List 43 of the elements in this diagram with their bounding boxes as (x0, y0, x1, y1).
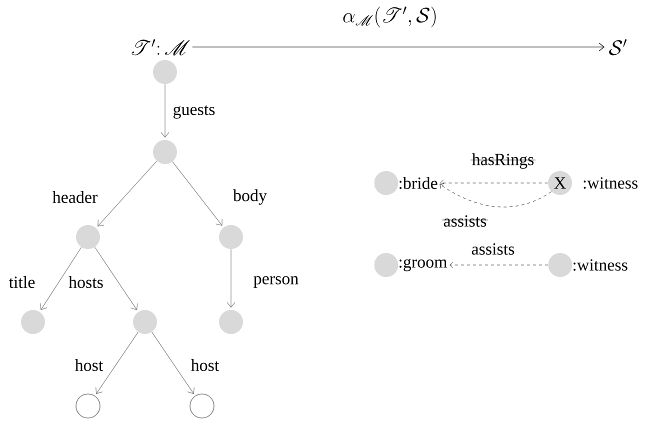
labeled-node: :witness (548, 253, 628, 277)
arrow (98, 160, 158, 226)
arrow (96, 332, 138, 394)
filled-node (21, 310, 45, 334)
edge-label: body (233, 189, 267, 205)
filled-node (153, 60, 177, 84)
struck-edge-label: assists (442, 214, 488, 228)
arrow (440, 183, 552, 208)
labeled-node: :bride (374, 171, 438, 195)
edge-label: assists (472, 243, 514, 255)
arrow (192, 42, 605, 52)
edge-label: hosts (68, 276, 103, 288)
arrow (152, 332, 194, 394)
edge-label: guests (174, 105, 215, 119)
filled-node (219, 225, 243, 249)
edge-label: host (191, 359, 220, 371)
edge-label: person (254, 276, 298, 288)
labeled-node: :groom (374, 253, 448, 277)
node-label: :groom (400, 258, 448, 272)
arrow (40, 246, 82, 310)
node-label: :witness (574, 259, 628, 271)
edge-label: header (52, 191, 98, 203)
edge-label: host (75, 359, 104, 371)
arrow (160, 84, 170, 138)
labeled-node: X (548, 171, 572, 195)
filled-node (133, 310, 157, 334)
edge-label: title (8, 276, 35, 288)
arrow (172, 161, 222, 226)
filled-node (76, 225, 100, 249)
formula-label: $\mathscr{T}'\colon\mathscr{M}$ (132, 39, 190, 56)
node-label: :bride (400, 176, 438, 190)
arrow (94, 246, 138, 310)
edge-label: $\alpha_{\mathscr{M}}(\mathscr{T}',\mathcal{S})$ (343, 6, 436, 28)
arrow (450, 262, 548, 268)
node-caption: :witness (584, 177, 638, 189)
formula-label: $\mathcal{S}'$ (609, 39, 627, 56)
filled-node (219, 310, 243, 334)
struck-edge-label: hasRings (470, 152, 536, 170)
arrow (440, 180, 548, 186)
hollow-node (190, 394, 214, 418)
arrow (226, 248, 236, 308)
hollow-node (76, 394, 100, 418)
filled-node (153, 140, 177, 164)
